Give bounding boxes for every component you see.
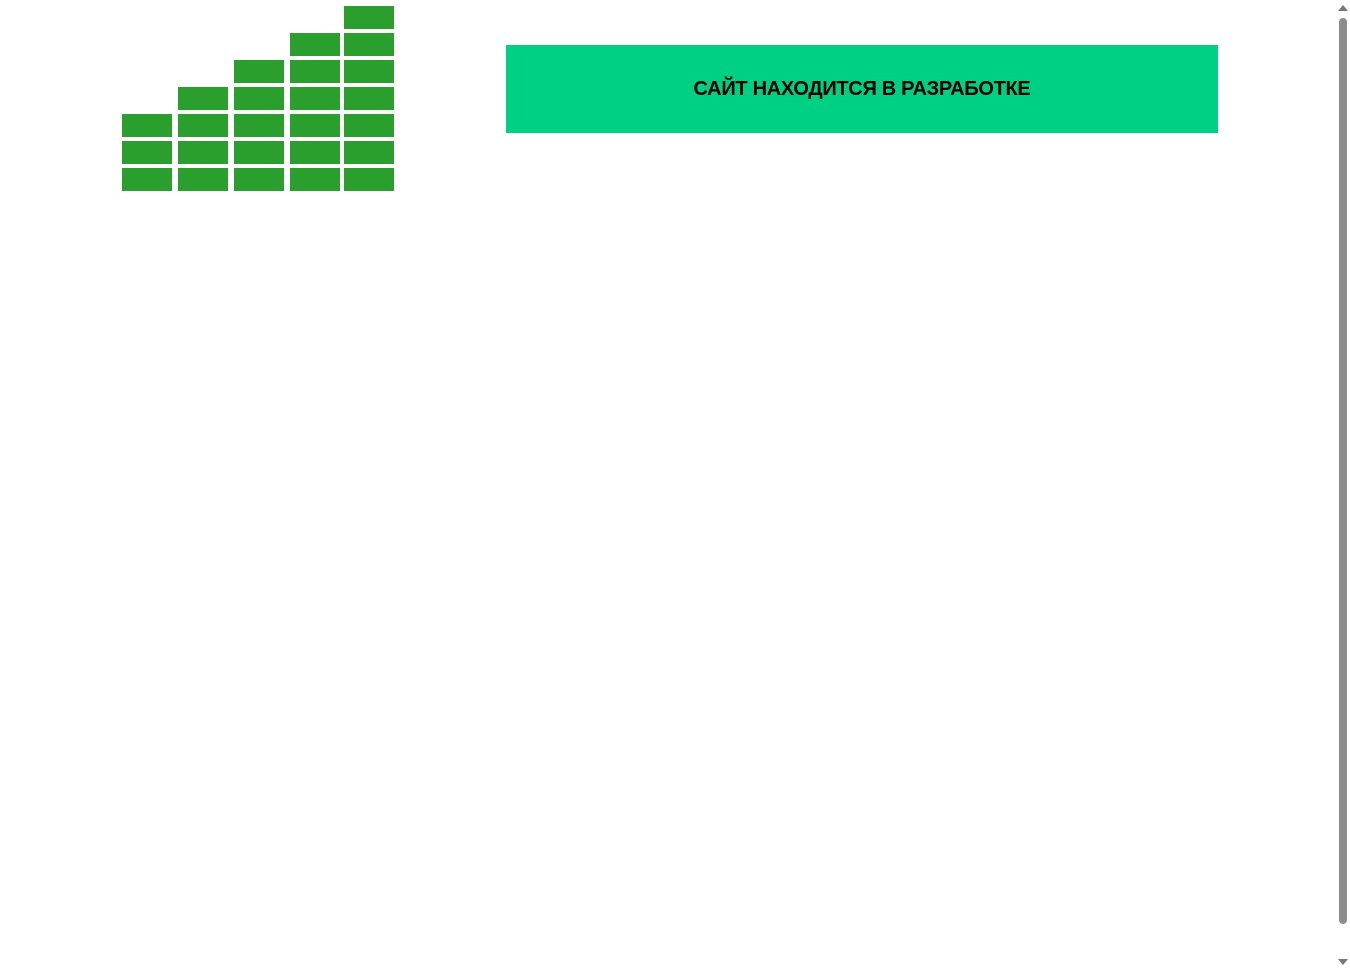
logo-block	[178, 141, 228, 164]
logo-block	[344, 87, 394, 110]
logo-block	[234, 87, 284, 110]
scrollbar[interactable]	[1335, 0, 1350, 970]
logo-block	[290, 87, 340, 110]
scroll-up-arrow-icon[interactable]	[1338, 5, 1348, 11]
scrollbar-thumb[interactable]	[1339, 18, 1347, 924]
logo-block	[122, 168, 172, 191]
logo-block	[234, 141, 284, 164]
banner-text: САЙТ НАХОДИТСЯ В РАЗРАБОТКЕ	[693, 77, 1031, 100]
logo-block	[290, 60, 340, 83]
logo-block	[234, 60, 284, 83]
logo-block	[122, 141, 172, 164]
logo-block	[290, 33, 340, 56]
logo-block	[178, 87, 228, 110]
logo-block	[234, 168, 284, 191]
logo-block	[178, 168, 228, 191]
logo-block	[290, 141, 340, 164]
logo-block	[344, 168, 394, 191]
logo-block	[290, 168, 340, 191]
logo-block	[234, 114, 284, 137]
logo-block	[344, 141, 394, 164]
logo-block	[178, 114, 228, 137]
logo-block	[344, 33, 394, 56]
under-construction-banner: САЙТ НАХОДИТСЯ В РАЗРАБОТКЕ	[506, 45, 1218, 133]
logo-block	[344, 114, 394, 137]
logo-block	[290, 114, 340, 137]
logo-block	[122, 114, 172, 137]
logo-block	[344, 60, 394, 83]
scroll-down-arrow-icon[interactable]	[1338, 959, 1348, 965]
logo	[122, 5, 395, 192]
logo-block	[344, 6, 394, 29]
